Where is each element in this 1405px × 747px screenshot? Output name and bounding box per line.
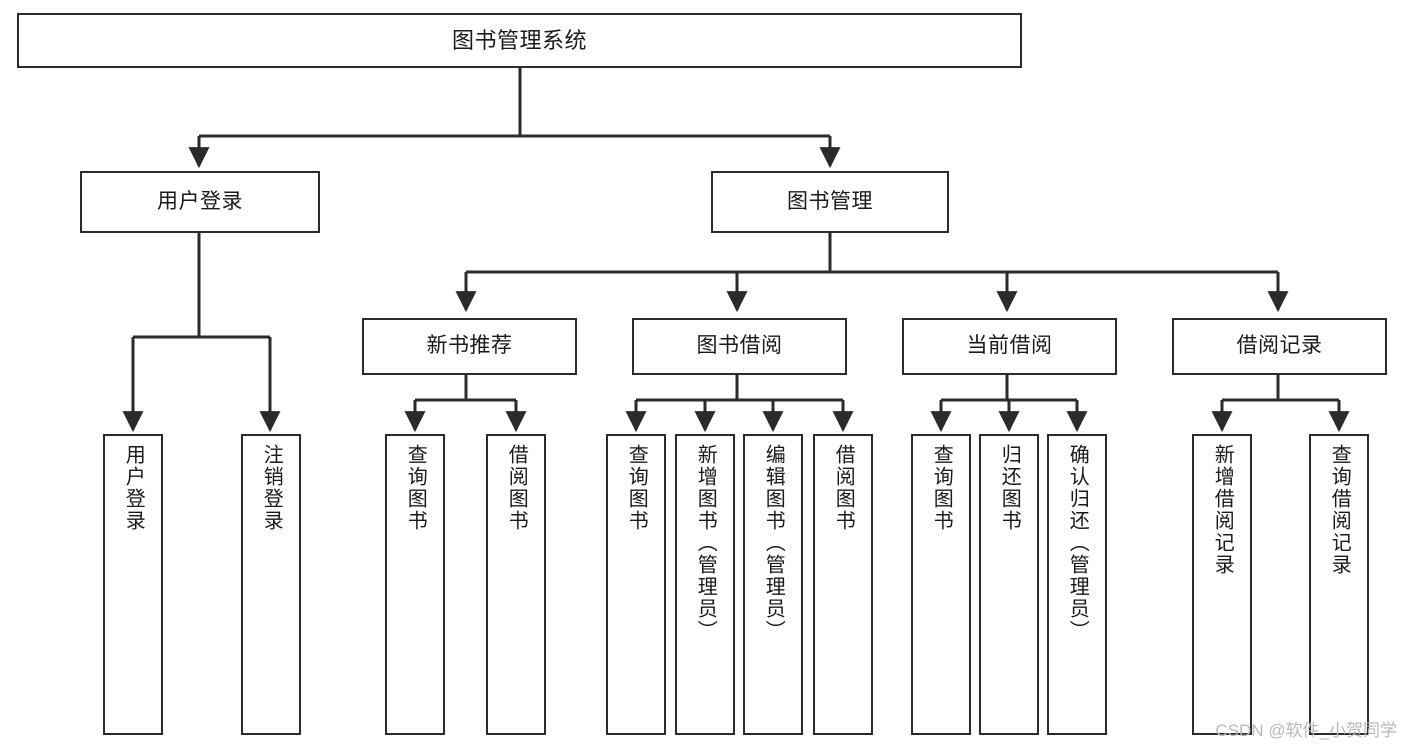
node-leaf-borrow-book-1[interactable]: 借阅图书 (486, 434, 546, 735)
node-leaf-logout-label: 注销登录 (260, 444, 283, 532)
node-leaf-query-book-3[interactable]: 查询图书 (911, 434, 971, 735)
node-leaf-return-book[interactable]: 归还图书 (979, 434, 1039, 735)
node-leaf-add-book[interactable]: 新增图书（管理员） (675, 434, 735, 735)
node-leaf-query-book-2-label: 查询图书 (625, 444, 648, 532)
node-new-book-recommend[interactable]: 新书推荐 (362, 318, 577, 375)
node-current-borrow-label: 当前借阅 (966, 334, 1053, 358)
node-new-book-recommend-label: 新书推荐 (426, 334, 513, 358)
node-book-borrow-label: 图书借阅 (696, 334, 783, 358)
node-leaf-logout[interactable]: 注销登录 (241, 434, 301, 735)
node-leaf-borrow-book-1-label: 借阅图书 (505, 444, 528, 532)
node-leaf-borrow-book-2[interactable]: 借阅图书 (813, 434, 873, 735)
node-book-manage[interactable]: 图书管理 (711, 171, 949, 233)
node-leaf-query-book-2[interactable]: 查询图书 (606, 434, 666, 735)
node-leaf-edit-book[interactable]: 编辑图书（管理员） (743, 434, 803, 735)
node-root-label: 图书管理系统 (451, 27, 587, 53)
node-leaf-query-book-1[interactable]: 查询图书 (385, 434, 445, 735)
watermark: CSDN @软件_小贺同学 (1215, 721, 1397, 740)
node-leaf-query-record-label: 查询借阅记录 (1328, 444, 1351, 576)
node-leaf-add-book-label: 新增图书（管理员） (694, 444, 717, 642)
node-user-login-label: 用户登录 (157, 189, 243, 213)
node-leaf-add-record-label: 新增借阅记录 (1211, 444, 1234, 576)
node-leaf-borrow-book-2-label: 借阅图书 (832, 444, 855, 532)
node-leaf-query-book-3-label: 查询图书 (930, 444, 953, 532)
node-leaf-add-record[interactable]: 新增借阅记录 (1192, 434, 1252, 735)
node-book-borrow[interactable]: 图书借阅 (632, 318, 847, 375)
node-current-borrow[interactable]: 当前借阅 (902, 318, 1117, 375)
node-leaf-user-login-label: 用户登录 (122, 444, 145, 532)
node-user-login[interactable]: 用户登录 (80, 171, 320, 233)
node-leaf-edit-book-label: 编辑图书（管理员） (762, 444, 785, 642)
node-leaf-return-book-label: 归还图书 (998, 444, 1021, 532)
node-leaf-query-record[interactable]: 查询借阅记录 (1309, 434, 1369, 735)
node-book-manage-label: 图书管理 (787, 189, 873, 213)
node-root[interactable]: 图书管理系统 (17, 13, 1022, 68)
node-borrow-record[interactable]: 借阅记录 (1172, 318, 1387, 375)
node-leaf-user-login[interactable]: 用户登录 (103, 434, 163, 735)
node-leaf-confirm-return-label: 确认归还（管理员） (1066, 444, 1089, 642)
node-leaf-confirm-return[interactable]: 确认归还（管理员） (1047, 434, 1107, 735)
node-borrow-record-label: 借阅记录 (1236, 334, 1323, 358)
node-leaf-query-book-1-label: 查询图书 (404, 444, 427, 532)
